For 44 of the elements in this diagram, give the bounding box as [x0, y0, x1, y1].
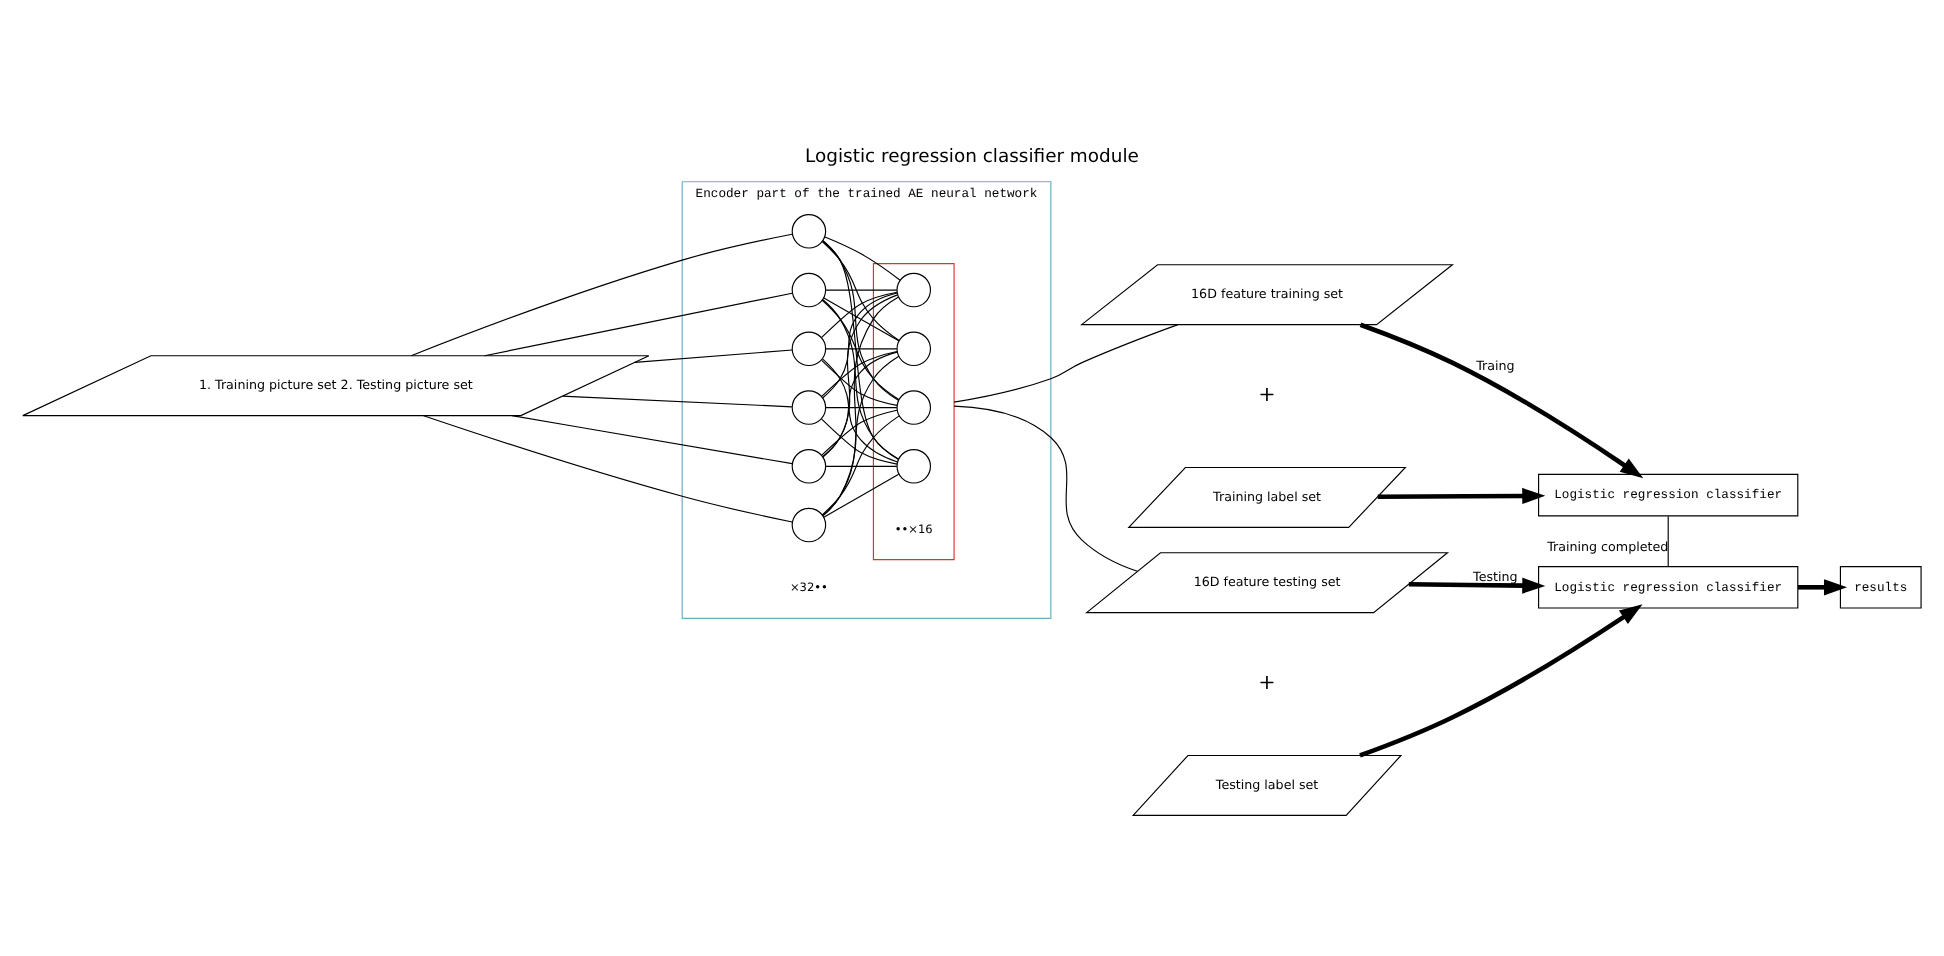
connector: [825, 406, 898, 408]
node-circle: [896, 271, 932, 307]
connector: [821, 414, 900, 515]
node-circle: [896, 389, 932, 424]
connector: [822, 239, 899, 400]
connector: [484, 291, 793, 356]
connector: [823, 472, 900, 517]
connector: [634, 348, 793, 362]
label: +: [1258, 382, 1276, 407]
connector: [825, 347, 898, 349]
connector: [822, 239, 900, 460]
node-circle: [896, 330, 932, 366]
connector: [824, 235, 901, 280]
arrow: [1359, 603, 1643, 757]
node-circle: [791, 271, 827, 307]
node-circle: [791, 213, 827, 248]
connector: [825, 288, 898, 290]
connector: [953, 404, 1139, 571]
connector: [821, 239, 900, 341]
connector: [821, 417, 898, 464]
arrow: [1359, 321, 1644, 478]
node-circle: [791, 448, 827, 483]
diagram-title: Logistic regression classifier module: [805, 144, 1139, 167]
node-circle: [791, 330, 827, 366]
connector: [822, 354, 900, 515]
connector: [825, 464, 898, 466]
arrow: [1377, 486, 1546, 504]
connector: [821, 358, 898, 405]
connector: [822, 295, 900, 516]
node-circle: [896, 448, 932, 483]
arrow: [1798, 578, 1848, 595]
connector: [511, 414, 793, 464]
label: +: [1258, 670, 1276, 695]
connector: [953, 323, 1179, 402]
connector: [821, 349, 898, 396]
connector: [423, 414, 793, 522]
connector: [821, 408, 898, 455]
cluster: [872, 262, 955, 560]
node-circle: [791, 506, 827, 542]
node-circle: [791, 389, 827, 424]
arrow: [1408, 576, 1546, 593]
connector: [410, 232, 793, 356]
connector: [1667, 514, 1669, 566]
connector: [562, 394, 793, 407]
